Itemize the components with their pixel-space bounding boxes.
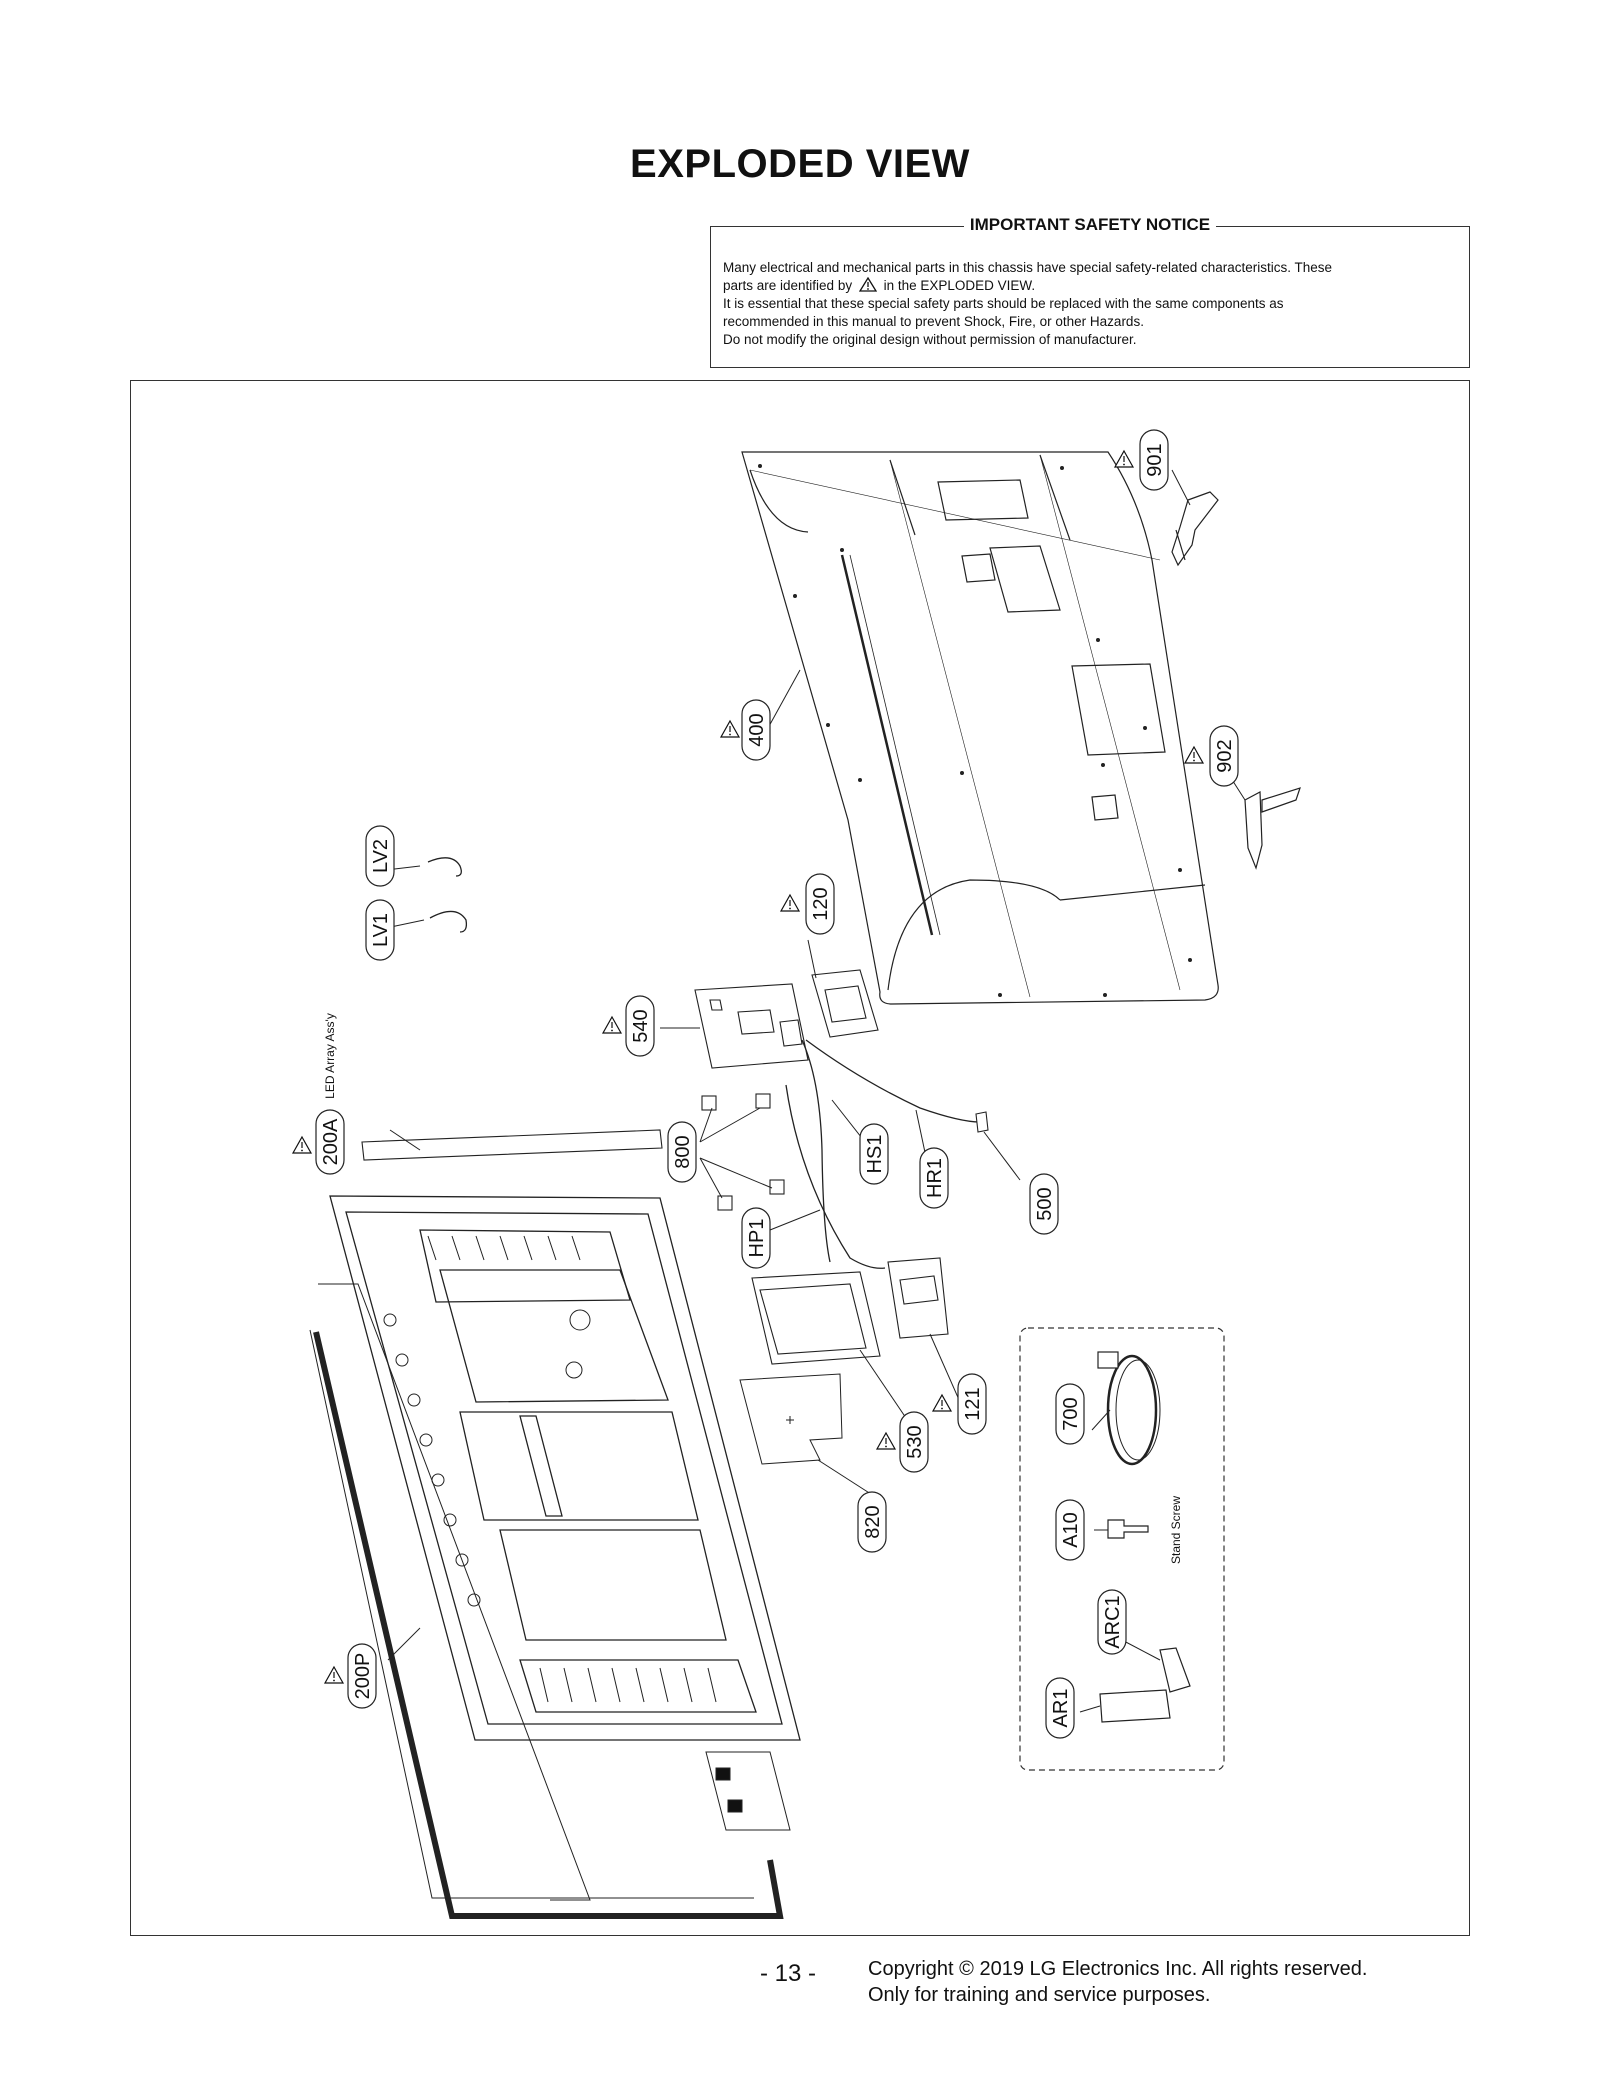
label-901: 901 [1144,443,1166,476]
part-label-hs1: HS1 [859,1123,889,1185]
part-label-400: 400 [741,699,771,761]
part-label-ar1: AR1 [1045,1677,1075,1739]
part-label-500: 500 [1029,1173,1059,1235]
led-array-drawing [361,1129,663,1161]
stand-902-drawing [1244,787,1301,870]
stand-901-drawing [1171,491,1219,567]
part-label-lv2: LV2 [365,825,395,887]
connector-500-drawing [975,1111,989,1133]
safety-notice-title: IMPORTANT SAFETY NOTICE [963,215,1217,234]
back-cover-drawing [741,451,1219,1005]
copyright-line-2: Only for training and service purposes. [868,1984,1211,2006]
bracket-leader-lines [699,1107,773,1199]
label-200p: 200P [352,1653,374,1700]
insulator-sheet-820-drawing [739,1373,843,1465]
lcd-frame-bosses [383,1309,591,1607]
label-hp1: HP1 [746,1219,768,1258]
board-530-drawing [751,1271,881,1365]
part-label-arc1: ARC1 [1097,1589,1127,1655]
label-540: 540 [630,1009,652,1042]
part-label-led-array: LED Array Ass'y [323,1013,337,1099]
back-cover-holes [758,464,1192,997]
part-label-a10: A10 [1055,1499,1085,1561]
notice-line-1: Many electrical and mechanical parts in … [723,260,1333,275]
part-label-hp1: HP1 [741,1207,771,1269]
brackets-800-drawing [701,1093,785,1211]
internal-cables-drawing [785,1039,981,1269]
safety-notice-body: Many electrical and mechanical parts in … [723,259,1457,349]
safety-notice-box: IMPORTANT SAFETY NOTICE Many electrical … [710,215,1470,368]
label-stand-screw: Stand Screw [1169,1496,1183,1564]
remote-ar1-drawing [1099,1689,1171,1723]
warning-icon-200a [292,1136,312,1154]
part-label-800: 800 [667,1121,697,1183]
accessory-box [1019,1327,1225,1771]
label-hs1: HS1 [864,1135,886,1174]
warning-icon-530 [876,1432,896,1450]
remote-holder-arc1-drawing [1159,1647,1191,1693]
label-arc1: ARC1 [1102,1595,1124,1648]
part-label-540: 540 [625,995,655,1057]
drawing-frame [130,380,1470,1936]
label-hr1: HR1 [924,1158,946,1198]
main-board-540-drawing [694,983,809,1069]
label-800: 800 [672,1135,694,1168]
label-ar1: AR1 [1050,1689,1072,1728]
part-label-700: 700 [1055,1383,1085,1445]
stand-screw-a10-drawing [1107,1519,1149,1539]
warning-icon-121 [932,1394,952,1412]
copyright-footer: Copyright © 2019 LG Electronics Inc. All… [868,1956,1367,2008]
power-board-121-drawing [887,1257,949,1339]
label-121: 121 [962,1387,984,1420]
label-a10: A10 [1060,1512,1082,1548]
notice-line-5: Do not modify the original design withou… [723,332,1137,347]
label-120: 120 [810,887,832,920]
notice-line-2: parts are identified by in the EXPLODED … [723,276,1457,295]
part-label-200p: 200P [347,1643,377,1709]
notice-line-2a: parts are identified by [723,278,853,293]
part-label-120: 120 [805,873,835,935]
notice-line-3: It is essential that these special safet… [723,296,1284,311]
lcd-module-frame-drawing [329,1195,801,1741]
label-820: 820 [862,1505,884,1538]
warning-icon-901 [1114,450,1134,468]
warning-icon-120 [780,894,800,912]
leader-lines [385,469,1246,1713]
part-label-hr1: HR1 [919,1147,949,1209]
notice-line-4: recommended in this manual to prevent Sh… [723,314,1144,329]
label-led-array: LED Array Ass'y [323,1013,337,1099]
warning-icon-200p [324,1666,344,1684]
part-label-820: 820 [857,1491,887,1553]
warning-icon-902 [1184,746,1204,764]
label-lv2: LV2 [370,839,392,873]
part-label-901: 901 [1139,429,1169,491]
copyright-line-1: Copyright © 2019 LG Electronics Inc. All… [868,1958,1368,1980]
label-lv1: LV1 [370,913,392,947]
warning-triangle-icon [858,276,878,292]
part-label-stand-screw: Stand Screw [1169,1496,1183,1564]
power-cord-700-drawing [1097,1351,1161,1466]
label-500: 500 [1034,1187,1056,1220]
lcd-panel-200p-drawing [309,1283,791,1919]
page-number: - 13 - [760,1960,817,1987]
label-700: 700 [1060,1397,1082,1430]
lvds-cables-drawing [427,857,468,933]
safety-notice-title-wrap: IMPORTANT SAFETY NOTICE [711,215,1469,235]
notice-line-2b: in the EXPLODED VIEW. [883,278,1036,293]
warning-icon-540 [602,1016,622,1034]
label-902: 902 [1214,739,1236,772]
label-530: 530 [904,1425,926,1458]
part-label-121: 121 [957,1373,987,1435]
part-label-lv1: LV1 [365,899,395,961]
warning-icon-400 [720,720,740,738]
part-label-530: 530 [899,1411,929,1473]
page-title: EXPLODED VIEW [630,142,970,186]
part-label-902: 902 [1209,725,1239,787]
power-board-120-drawing [811,969,879,1038]
label-200a: 200A [320,1118,342,1165]
part-label-200a: 200A [315,1109,345,1175]
label-400: 400 [746,713,768,746]
lcd-frame-fins [427,1235,717,1703]
